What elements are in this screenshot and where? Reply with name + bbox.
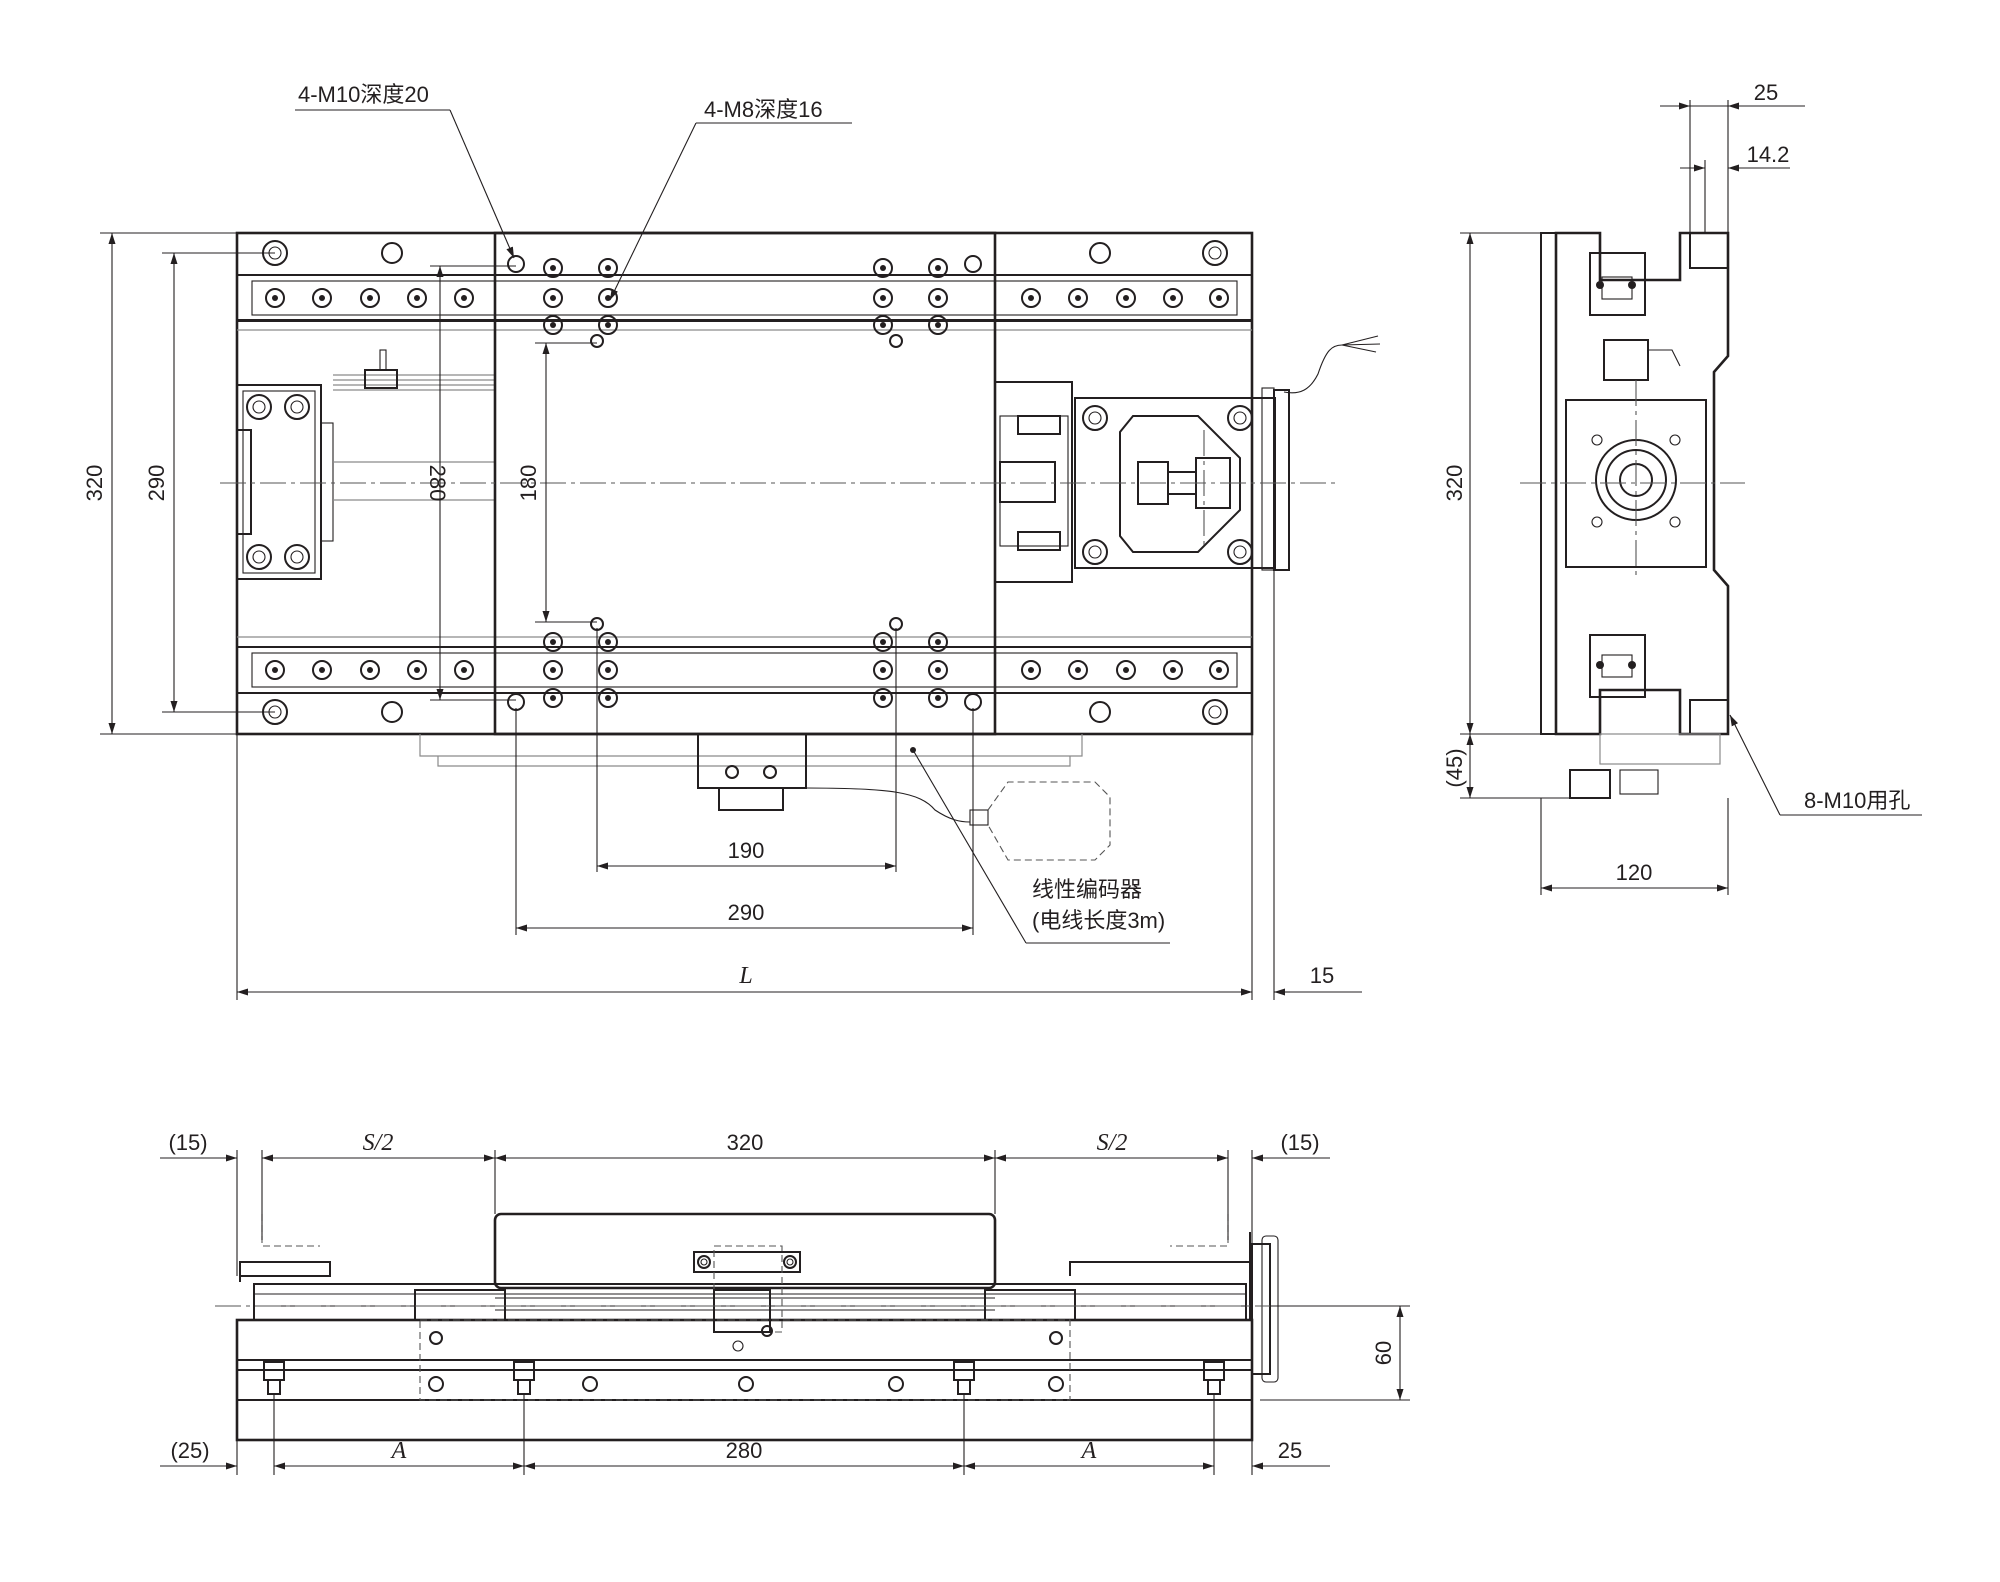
side-label-width-120: 120	[1616, 860, 1653, 885]
label-m10-span-280: 280	[425, 465, 450, 502]
front-label-base-pitch-280: 280	[726, 1438, 763, 1463]
top-view-dimensions	[100, 232, 1362, 1000]
front-label-half-stroke-right: S/2	[1097, 1130, 1128, 1156]
callout-leaders	[295, 109, 1170, 944]
side-view: 320 (45) 25 14.2 120 8-M10用孔	[1442, 80, 1922, 895]
front-base	[235, 1318, 1254, 1442]
top-view-labels: 320 290 280 180 190 290 L 15 4-M10深度20 4…	[82, 82, 1334, 989]
label-rail-span-290: 290	[144, 465, 169, 502]
side-label-height-320: 320	[1442, 465, 1467, 502]
side-view-labels: 320 (45) 25 14.2 120 8-M10用孔	[1442, 80, 1910, 885]
callout-m8-holes: 4-M8深度16	[704, 97, 823, 122]
label-m8-span-180: 180	[516, 465, 541, 502]
front-label-half-stroke-left: S/2	[363, 1130, 394, 1156]
callout-linear-encoder: 线性编码器	[1032, 877, 1142, 902]
callout-mount-holes: 8-M10用孔	[1804, 788, 1910, 813]
side-label-25: 25	[1754, 80, 1778, 105]
rail-bolts	[265, 288, 1229, 680]
top-view: 320 290 280 180 190 290 L 15 4-M10深度20 4…	[82, 82, 1381, 1000]
front-label-left-margin: (15)	[168, 1130, 207, 1155]
label-pitch-190: 190	[728, 838, 765, 863]
left-end-block	[236, 349, 495, 580]
label-length-L: L	[738, 963, 752, 989]
side-top-bracket	[1689, 232, 1729, 269]
label-pitch-290: 290	[728, 900, 765, 925]
front-base-bolts	[263, 1331, 1225, 1395]
side-body	[1554, 231, 1730, 736]
motor-housing	[994, 335, 1381, 583]
front-view: (15) S/2 320 S/2 (15) 60 (25) A 280 A 25	[160, 1130, 1410, 1475]
front-label-base-right: 25	[1278, 1438, 1302, 1463]
side-guide-bottom	[1589, 634, 1646, 698]
front-view-labels: (15) S/2 320 S/2 (15) 60 (25) A 280 A 25	[168, 1130, 1396, 1464]
linear-encoder-body	[419, 733, 1111, 861]
table-m8-holes	[543, 258, 948, 708]
side-view-dimensions	[1460, 100, 1922, 895]
front-label-pitch-a-left: A	[390, 1438, 407, 1464]
front-label-height-60: 60	[1371, 1341, 1396, 1365]
callout-m10-holes: 4-M10深度20	[298, 82, 429, 107]
front-label-table-320: 320	[727, 1130, 764, 1155]
front-label-right-margin: (15)	[1280, 1130, 1319, 1155]
front-view-dimensions	[160, 1150, 1410, 1475]
label-encoder-offset-15: 15	[1310, 963, 1334, 988]
side-label-14-2: 14.2	[1747, 142, 1790, 167]
front-label-pitch-a-right: A	[1080, 1438, 1097, 1464]
side-guide-top	[1589, 252, 1681, 381]
rail-top	[236, 274, 1253, 331]
rail-bottom	[236, 636, 1253, 694]
callout-encoder-cable: (电线长度3m)	[1032, 908, 1165, 933]
front-motor-flange	[1251, 1243, 1271, 1375]
front-table	[493, 1212, 997, 1290]
label-height-320: 320	[82, 465, 107, 502]
front-label-base-left: (25)	[170, 1438, 209, 1463]
side-bottom-bracket	[1689, 699, 1729, 735]
side-label-45: (45)	[1442, 748, 1467, 787]
